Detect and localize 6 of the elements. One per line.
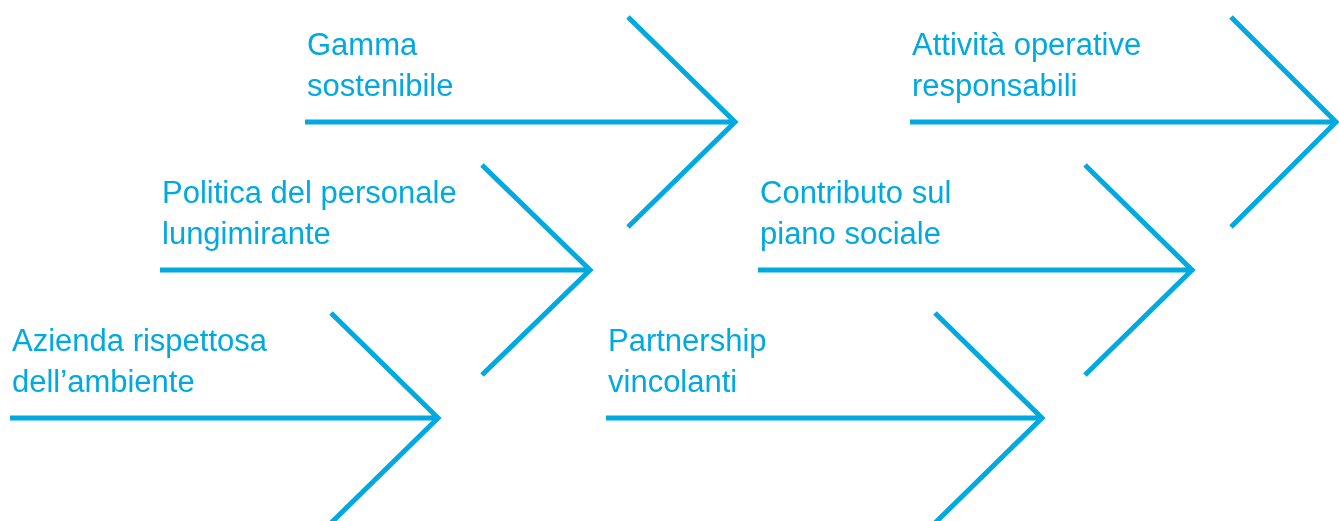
arrow-label: Contributo sul piano sociale xyxy=(760,172,1000,254)
arrow-label: Attività operative responsabili xyxy=(912,24,1212,106)
arrow-label: Politica del personale lungimirante xyxy=(162,172,542,254)
arrow-label: Partnership vincolanti xyxy=(608,320,828,402)
arrow-label: Azienda rispettosa dell’ambiente xyxy=(12,320,312,402)
arrow-label: Gamma sostenibile xyxy=(307,24,507,106)
